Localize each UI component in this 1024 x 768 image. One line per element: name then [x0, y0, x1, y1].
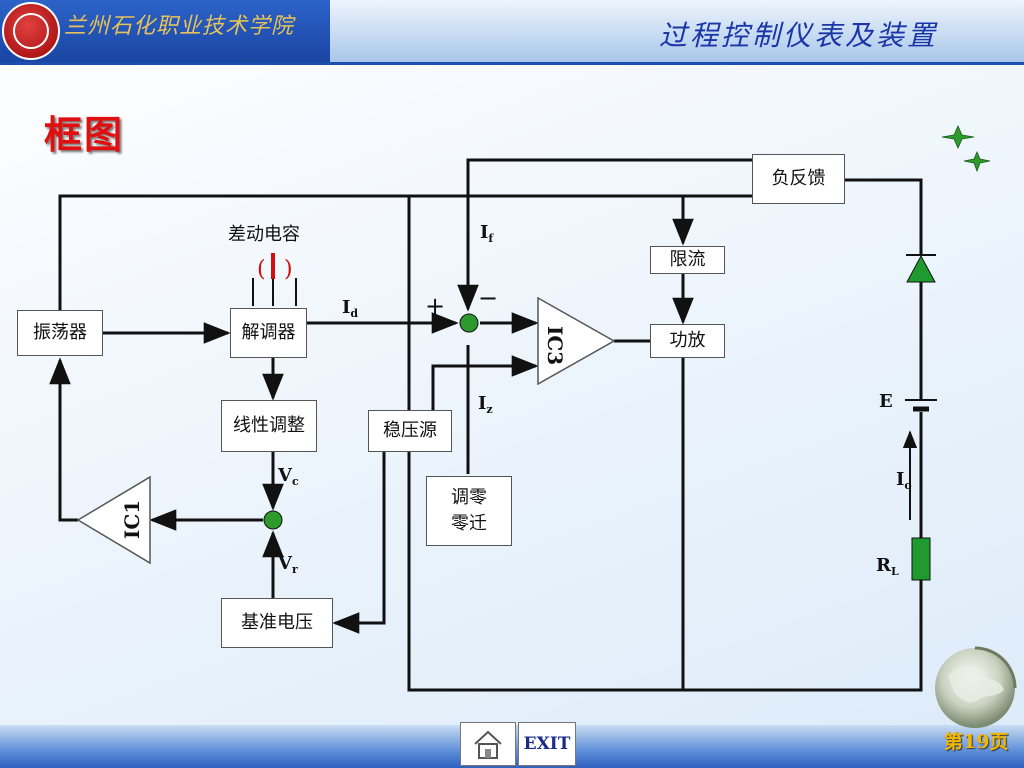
block-zero-adjust: 调零 零迁: [426, 476, 512, 546]
resistor-symbol: [911, 537, 931, 581]
school-logo-ring: [13, 13, 49, 49]
block-negative-feedback: 负反馈: [752, 154, 845, 204]
block-current-limit: 限流: [650, 246, 725, 274]
school-logo: [2, 2, 60, 60]
current-if-label: If: [480, 222, 494, 245]
ic3-amplifier-symbol: [537, 296, 616, 386]
ic1-label: IC1: [120, 499, 144, 539]
block-regulated-source: 稳压源: [368, 410, 452, 452]
block-power-amp: 功放: [650, 324, 725, 358]
summing-node-ic1: [263, 510, 283, 530]
minus-sign: −: [478, 284, 499, 312]
current-io-label: Io: [896, 469, 912, 492]
ic1-amplifier-symbol: [76, 475, 151, 565]
block-demodulator: 解调器: [230, 308, 307, 358]
capacitor-plate: [271, 253, 275, 279]
wire-ic1-osc: [49, 357, 78, 522]
capacitor-symbol: (: [257, 257, 266, 282]
header-brand-panel: 兰州石化职业技术学院: [0, 0, 330, 62]
wire-iz-ic3: [431, 355, 539, 431]
voltage-vr-label: Vr: [278, 553, 298, 576]
wire-feedback-right: [845, 178, 923, 255]
decorative-star-icon: [963, 150, 991, 173]
school-name: 兰州石化职业技术学院: [64, 14, 295, 39]
globe-icon: [935, 646, 1017, 728]
course-title: 过程控制仪表及装置: [658, 19, 938, 52]
header-bar: 兰州石化职业技术学院 过程控制仪表及装置: [0, 0, 1024, 65]
battery-e-label: E: [879, 391, 893, 412]
current-iz-label: Iz: [478, 393, 493, 416]
capacitor-leads: [252, 278, 297, 306]
plus-sign: +: [425, 292, 446, 320]
block-linear-adjust: 线性调整: [221, 400, 317, 452]
summing-node-ic3: [459, 313, 479, 333]
ic3-label: IC3: [543, 326, 567, 366]
block-reference-voltage: 基准电压: [221, 598, 333, 648]
wire-feedback-if: [457, 158, 752, 312]
exit-button[interactable]: EXIT: [518, 722, 576, 766]
block-oscillator: 振荡器: [17, 310, 103, 356]
current-id-label: Id: [342, 297, 359, 320]
voltage-vc-label: Vc: [278, 465, 299, 488]
wire-top-loop: [58, 194, 752, 318]
wire-source-ref: [332, 452, 386, 634]
home-button[interactable]: [460, 722, 516, 766]
home-icon: [474, 730, 502, 759]
page-title: 框图: [44, 113, 125, 157]
diff-capacitor-label: 差动电容: [228, 224, 300, 245]
capacitor-symbol-right: ): [284, 257, 293, 282]
diode-symbol: [906, 254, 936, 283]
page-number: 第19页: [944, 731, 1009, 753]
resistor-rl-label: RL: [876, 555, 899, 578]
decorative-star-icon: [941, 125, 975, 149]
